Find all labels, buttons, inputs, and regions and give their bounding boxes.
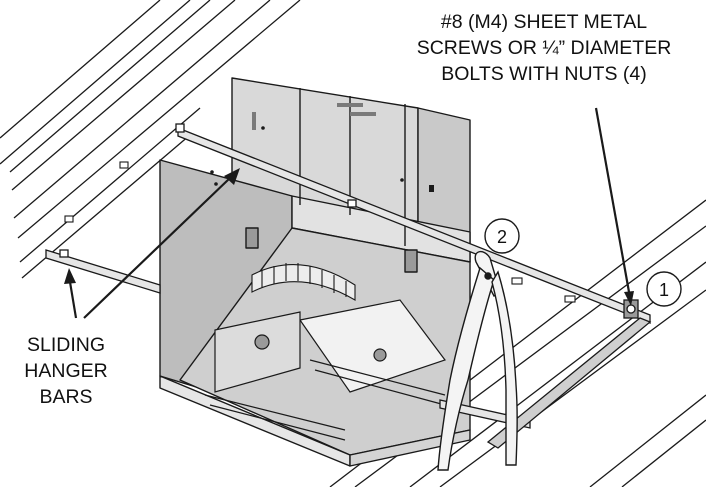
fastener-callout-line-2: SCREWS OR ¼” DIAMETER bbox=[417, 37, 672, 59]
ceiling-joists-right bbox=[329, 199, 706, 488]
fastener-leader-arrow bbox=[594, 107, 634, 306]
hanger-callout-line-1: SLIDING bbox=[27, 334, 105, 356]
motor-assembly bbox=[204, 299, 446, 441]
ceiling-joists-left bbox=[0, 0, 301, 279]
pliers-tool bbox=[437, 251, 518, 471]
step-number-1: 1 bbox=[659, 280, 669, 300]
hanger-callout-line-3: BARS bbox=[39, 386, 92, 408]
step-marker-1: 1 bbox=[646, 271, 682, 307]
fastener-callout: #8 (M4) SHEET METAL SCREWS OR ¼” DIAMETE… bbox=[417, 11, 672, 85]
hanger-callout: SLIDING HANGER BARS bbox=[24, 334, 107, 408]
hanger-leader-arrows bbox=[64, 168, 240, 319]
blower-wheel bbox=[251, 263, 356, 301]
step-marker-2: 2 bbox=[484, 218, 520, 254]
fastener-callout-line-1: #8 (M4) SHEET METAL bbox=[441, 11, 647, 33]
hanger-callout-line-2: HANGER bbox=[24, 360, 107, 382]
joist-clips bbox=[64, 161, 576, 303]
fastener-callout-line-3: BOLTS WITH NUTS (4) bbox=[441, 63, 646, 85]
hanger-bar-right-channel bbox=[486, 299, 652, 449]
hanger-bar-rear bbox=[175, 123, 651, 324]
step-number-2: 2 bbox=[497, 227, 507, 247]
